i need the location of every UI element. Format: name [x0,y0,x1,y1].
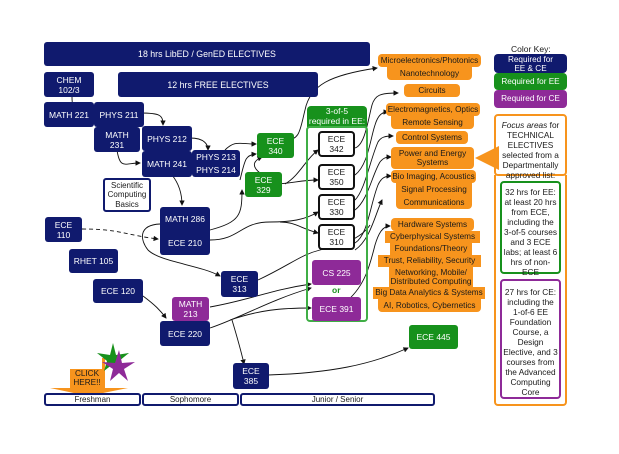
course-phys-213[interactable]: PHYS 213 [192,150,240,163]
course-ece-120[interactable]: ECE 120 [93,279,143,303]
key-required-ee: Required for EE [494,73,567,90]
course-math-221[interactable]: MATH 221 [44,102,94,127]
arrow-ece210-ece329 [209,189,245,231]
focus-signal-processing[interactable]: Signal Processing [396,183,472,196]
focus-hardware-systems[interactable]: Hardware Systems [391,218,474,231]
three-of-five-header: 3-of-5 required in EE: [307,106,367,127]
focus-electromagnetics-optics[interactable]: Electromagnetics, Optics [386,103,480,116]
libed-electives-bar[interactable]: 18 hrs LibED / GenED ELECTIVES [44,42,370,66]
focus-circuits[interactable]: Circuits [404,84,460,97]
course-ece-210[interactable]: ECE 210 [160,231,210,255]
focus-networking-distributed-computing[interactable]: Networking, Mobile/ Distributed Computin… [389,267,473,287]
focus-ai-robotics-cybernetics[interactable]: AI, Robotics, Cybernetics [378,299,481,312]
green-star-icon [97,343,129,371]
arrow-ece110-ece210 [81,228,159,242]
course-ece-220[interactable]: ECE 220 [160,321,210,346]
course-rhet-105[interactable]: RHET 105 [69,249,118,273]
or-label: or [332,285,341,295]
course-chem-102-3[interactable]: CHEM 102/3 [44,72,94,97]
focus-foundations-theory[interactable]: Foundations/Theory [390,243,472,255]
course-ece-342[interactable]: ECE 342 [318,131,355,157]
course-math-231[interactable]: MATH 231 [94,127,140,152]
click-here-label[interactable]: CLICK HERE!! [73,368,101,388]
three-of-five-container [306,126,368,322]
course-ece-391[interactable]: ECE 391 [312,297,361,321]
key-required-ce: Required for CE [494,90,567,108]
course-ece-340[interactable]: ECE 340 [257,133,294,158]
technical-electives-frame [494,175,567,406]
focus-areas-emphasis: Focus areas [501,120,548,130]
purple-star-icon [102,350,135,381]
arrow-phys212-phys213 [189,137,211,151]
year-sophomore: Sophomore [142,393,239,406]
color-key-title: Color Key: [511,44,551,54]
course-phys-212[interactable]: PHYS 212 [142,126,192,151]
focus-bio-imaging-acoustics[interactable]: Bio Imaging, Acoustics [391,170,476,183]
course-ece-330[interactable]: ECE 330 [318,194,355,220]
arrow-ece220-ece385 [231,319,246,365]
free-electives-bar[interactable]: 12 hrs FREE ELECTIVES [118,72,318,97]
focus-communications[interactable]: Communications [396,196,472,209]
course-ece-313[interactable]: ECE 313 [221,271,258,297]
course-ece-445[interactable]: ECE 445 [409,325,458,349]
arrow-ece329-ece340 [253,156,263,174]
ce-hours-note: 27 hrs for CE: including the 1-of-6 EE F… [500,279,561,399]
focus-trust-reliability-security[interactable]: Trust, Reliability, Security [378,255,481,267]
click-here-graphic[interactable] [50,338,140,398]
focus-remote-sensing[interactable]: Remote Sensing [391,116,474,129]
click-here-arrow-shape[interactable] [50,358,128,396]
course-ece-329[interactable]: ECE 329 [245,172,282,197]
course-math-286[interactable]: MATH 286 [160,207,210,231]
arrow-ece120-ece220 [142,295,167,319]
course-cs-225[interactable]: CS 225 [312,260,361,285]
focus-power-and-energy-systems[interactable]: Power and Energy Systems [391,147,474,169]
technical-electives-note: Focus areas for TECHNICAL ELECTIVES sele… [494,114,567,180]
year-junior-senior: Junior / Senior [240,393,435,406]
year-freshman: Freshman [44,393,141,406]
focus-control-systems[interactable]: Control Systems [396,131,468,144]
ee-hours-note: 32 hrs for EE: at least 20 hrs from ECE,… [500,181,561,277]
focus-microelectronics-photonics[interactable]: Microelectronics/Photonics [378,54,481,67]
course-ece-350[interactable]: ECE 350 [318,164,355,190]
arrow-ece385-ece445 [267,347,409,376]
arrow-math231-math241 [116,149,141,166]
course-phys-211[interactable]: PHYS 211 [94,102,144,127]
course-math-241[interactable]: MATH 241 [142,151,192,177]
focus-nanotechnology[interactable]: Nanotechnology [387,67,472,80]
arrow-math241-math286 [171,174,185,206]
course-ece-110[interactable]: ECE 110 [45,217,82,242]
course-phys-214[interactable]: PHYS 214 [192,163,240,177]
course-ece-310[interactable]: ECE 310 [318,224,355,250]
key-required-ee-ce: Required for EE & CE [494,54,567,73]
arrow-phys213-ece340 [224,141,257,151]
course-ece-385[interactable]: ECE 385 [233,363,269,389]
course-math-213[interactable]: MATH 213 [172,297,209,321]
technical-electives-note-text: for TECHNICAL ELECTIVES selected from a … [502,120,560,180]
focus-cyberphysical-systems[interactable]: Cyberphysical Systems [385,231,480,243]
arrow-ece210-ece330 [209,211,319,241]
course-scientific-computing-basics[interactable]: Scientific Computing Basics [103,178,151,212]
focus-big-data-analytics[interactable]: Big Data Analytics & Systems [373,287,485,299]
arrow-ece220-ece391 [229,305,312,321]
